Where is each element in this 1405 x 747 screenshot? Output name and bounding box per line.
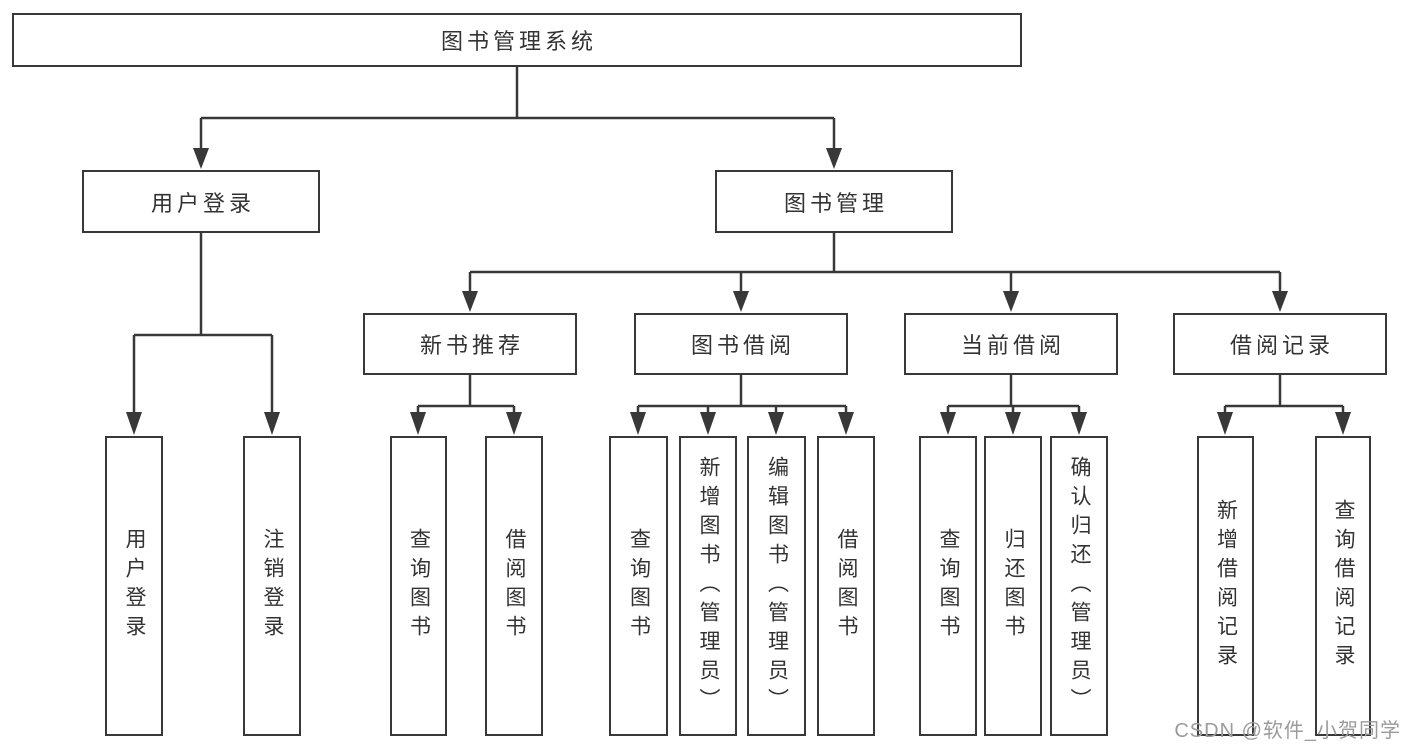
leaf-user-login: 用户登录 [105, 436, 163, 736]
leaf-borrow-borrow-books-label: 借阅图书 [835, 528, 858, 644]
leaf-logout: 注销登录 [243, 436, 301, 736]
node-book-management-label: 图书管理 [783, 190, 888, 216]
leaf-borrow-borrow-books: 借阅图书 [817, 436, 875, 736]
leaf-borrow-query-books: 查询图书 [609, 436, 668, 736]
node-new-book-recommend-label: 新书推荐 [419, 333, 524, 358]
leaf-current-confirm-return-label: 确认归还（管理员） [1068, 455, 1091, 717]
node-root-label: 图书管理系统 [440, 29, 597, 54]
leaf-newbook-borrow-books-label: 借阅图书 [503, 528, 526, 644]
node-current-borrow-label: 当前借阅 [960, 333, 1065, 358]
node-new-book-recommend: 新书推荐 [363, 313, 577, 375]
leaf-borrow-add-books: 新增图书（管理员） [679, 436, 737, 736]
leaf-user-login-label: 用户登录 [123, 528, 146, 644]
leaf-records-add-record-label: 新增借阅记录 [1214, 499, 1238, 673]
leaf-newbook-query-books: 查询图书 [390, 436, 447, 736]
leaf-records-query-record: 查询借阅记录 [1315, 436, 1371, 736]
leaf-current-confirm-return: 确认归还（管理员） [1050, 436, 1108, 736]
node-book-management: 图书管理 [715, 170, 953, 233]
leaf-current-query-books: 查询图书 [919, 436, 977, 736]
leaf-current-query-books-label: 查询图书 [937, 528, 960, 644]
watermark: CSDN @软件_小贺同学 [1174, 720, 1401, 742]
leaf-borrow-edit-books: 编辑图书（管理员） [747, 436, 806, 736]
leaf-newbook-borrow-books: 借阅图书 [485, 436, 543, 736]
leaf-newbook-query-books-label: 查询图书 [407, 528, 431, 644]
leaf-borrow-edit-books-label: 编辑图书（管理员） [765, 455, 789, 717]
leaf-logout-label: 注销登录 [261, 528, 284, 644]
leaf-borrow-query-books-label: 查询图书 [627, 528, 651, 644]
leaf-records-add-record: 新增借阅记录 [1197, 436, 1254, 736]
leaf-current-return-books-label: 归还图书 [1002, 528, 1025, 644]
node-user-login-label: 用户登录 [150, 190, 255, 216]
node-borrow-records: 借阅记录 [1173, 313, 1387, 375]
leaf-records-query-record-label: 查询借阅记录 [1332, 499, 1355, 673]
node-borrow-records-label: 借阅记录 [1229, 333, 1334, 358]
leaf-current-return-books: 归还图书 [984, 436, 1042, 736]
leaf-borrow-add-books-label: 新增图书（管理员） [697, 455, 720, 717]
node-root: 图书管理系统 [12, 13, 1022, 67]
node-user-login: 用户登录 [82, 170, 320, 233]
node-book-borrow: 图书借阅 [634, 313, 848, 375]
node-book-borrow-label: 图书借阅 [690, 333, 795, 358]
node-current-borrow: 当前借阅 [904, 313, 1118, 375]
